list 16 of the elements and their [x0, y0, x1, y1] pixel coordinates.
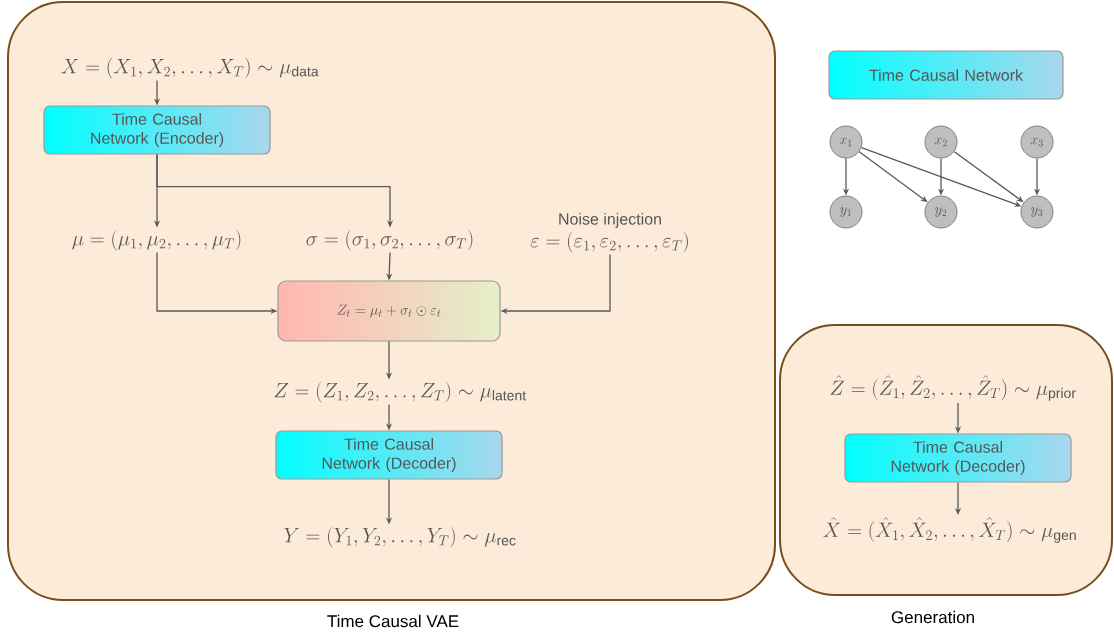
- formula: $Y = (Y_1, Y_2, \dots, Y_T) \sim \mu_{\mathrm{rec}}$: [284, 526, 516, 548]
- network-box: Time Causal Network (Decoder): [275, 430, 503, 480]
- formula-box: $Z_t = \mu_t + \sigma_t \odot \varepsilon_t$: [277, 280, 501, 342]
- formula: $\varepsilon = (\varepsilon_1, \varepsilon_2, \dots, \varepsilon_T)$: [530, 231, 688, 253]
- network-box: Time Causal Network (Decoder): [844, 433, 1072, 483]
- panel-title: Generation: [891, 610, 974, 624]
- formula: $\mu = (\mu_1, \mu_2, \dots, \mu_T)$: [72, 229, 241, 251]
- note-text: Noise injection: [559, 213, 661, 228]
- formula: $Z = (Z_1, Z_2, \dots, Z_T) \sim \mu_{\mathrm{latent}}$: [274, 381, 527, 403]
- formula: $\sigma = (\sigma_1, \sigma_2, \dots, \sigma_T)$: [306, 229, 473, 251]
- formula: $\hat{X} = (\hat{X}_1, \hat{X}_2, \dots, \hat{X}_T) \sim \mu_{\mathrm{gen}}$: [823, 517, 1076, 543]
- panel-title: Time Causal VAE: [327, 614, 459, 628]
- network-box: Time Causal Network (Encoder): [43, 105, 271, 155]
- formula: $X = (X_1, X_2, \dots, X_T) \sim \mu_{\mathrm{data}}$: [61, 57, 319, 79]
- formula: $\hat{Z} = (\hat{Z}_1, \hat{Z}_2, \dots, \hat{Z}_T) \sim \mu_{\mathrm{prior}}$: [830, 375, 1076, 401]
- network-box: Time Causal Network: [828, 50, 1064, 100]
